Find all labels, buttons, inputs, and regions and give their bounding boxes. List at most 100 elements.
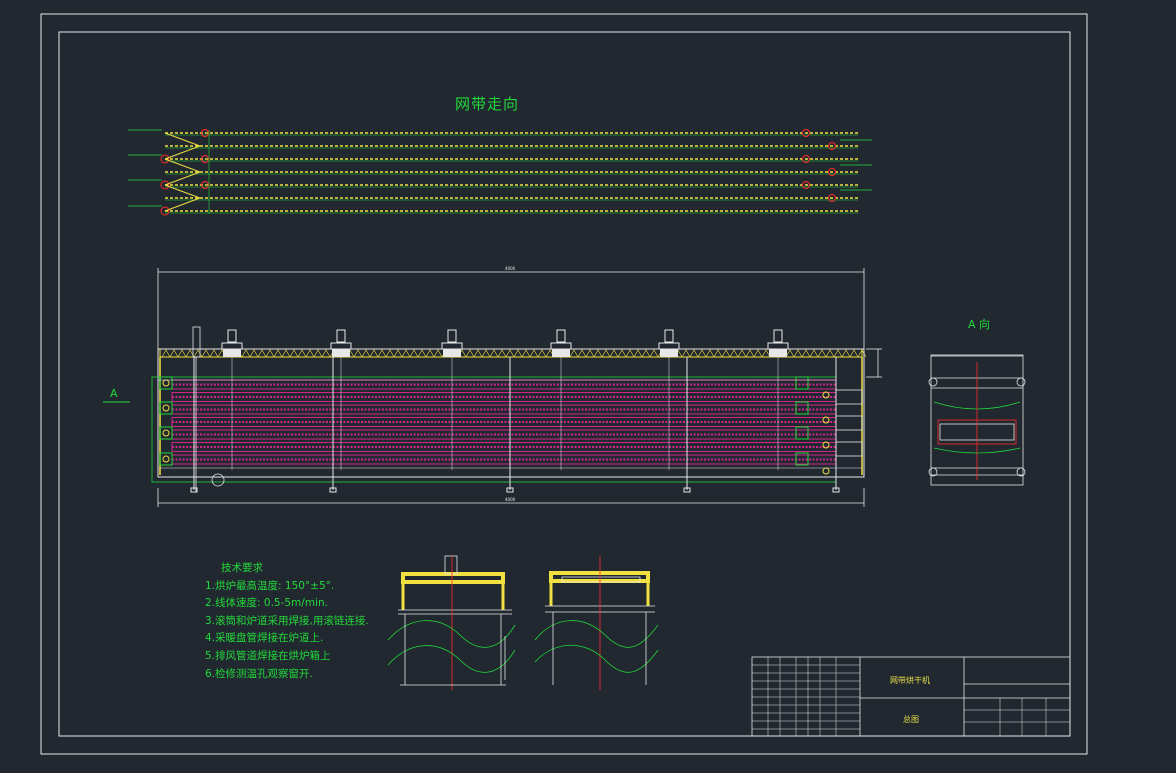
roof-hatch-mark [841, 349, 851, 358]
fan-housing [443, 349, 461, 357]
roller [828, 168, 836, 176]
note-item: 5.排风管道焊接在烘炉箱上 [205, 649, 331, 662]
tail-roller [822, 416, 830, 424]
roller [201, 129, 209, 137]
roof-hatch-mark [297, 349, 307, 358]
roof-hatch-mark [817, 349, 827, 358]
drive-box [159, 376, 173, 390]
fan-base [221, 342, 243, 350]
roof-hatch-mark [713, 349, 723, 358]
svg-text:4000: 4000 [505, 497, 516, 502]
title-block-drawing-name: 总图 [903, 715, 919, 724]
tail-box [795, 452, 809, 466]
leg-foot [683, 487, 691, 493]
roof-hatch-mark [265, 349, 275, 358]
roof-hatch-mark [809, 349, 819, 358]
roller [201, 181, 209, 189]
roof-hatch-mark [473, 349, 483, 358]
belt-turn [164, 184, 202, 212]
note-item: 3.滚筒和炉道采用焊接,用滚链连接. [205, 614, 369, 627]
roof-hatch-mark [385, 349, 395, 358]
fan-motor [556, 329, 566, 343]
drive-roller [162, 429, 170, 437]
leg-foot [190, 487, 198, 493]
fan-base [767, 342, 789, 350]
roof-hatch-mark [289, 349, 299, 358]
note-item: 2.线体速度: 0.5-5m/min. [205, 597, 328, 610]
section-view-b [387, 555, 516, 690]
roller-left [160, 154, 170, 164]
roller [802, 155, 810, 163]
svg-text:4000: 4000 [505, 266, 516, 271]
drive-roller [162, 379, 170, 387]
roof-hatch-mark [793, 349, 803, 358]
technical-requirements: 技术要求 1.烘炉最高温度: 150°±5°. 2.线体速度: 0.5-5m/m… [205, 560, 369, 683]
end-view-a [928, 354, 1026, 486]
roof-hatch-mark [201, 349, 211, 358]
roof-hatch-mark [409, 349, 419, 358]
roof-hatch-mark [745, 349, 755, 358]
roof-hatch-mark [593, 349, 603, 358]
drive-box [159, 426, 173, 440]
roof-hatch-mark [521, 349, 531, 358]
roof-hatch-mark [513, 349, 523, 358]
drive-box [159, 401, 173, 415]
fan-housing [769, 349, 787, 357]
roof-hatch-mark [569, 349, 579, 358]
roof-hatch-mark [241, 349, 251, 358]
roof-hatch-mark [177, 349, 187, 358]
drive-box [159, 452, 173, 466]
roof-hatch-mark [401, 349, 411, 358]
tail-roller [822, 441, 830, 449]
roof-hatch-mark [705, 349, 715, 358]
leg-foot [506, 487, 514, 493]
roof-hatch-mark [281, 349, 291, 358]
drive-roller [162, 404, 170, 412]
view-a-title: A 向 [968, 318, 991, 331]
belt-direction-title: 网带走向 [455, 95, 520, 113]
belt-direction-diagram [128, 129, 872, 216]
fan-housing [660, 349, 678, 357]
roof-hatch-mark [785, 349, 795, 358]
roof-hatch-mark [425, 349, 435, 358]
tail-roller [822, 391, 830, 399]
tail-box [795, 401, 809, 415]
roof-hatch-mark [681, 349, 691, 358]
roof-hatch-mark [609, 349, 619, 358]
roller [201, 155, 209, 163]
roller [828, 142, 836, 150]
roller-left [160, 180, 170, 190]
fan-base [658, 342, 680, 350]
section-marker-a: A [110, 387, 118, 400]
roof-hatch-mark [489, 349, 499, 358]
roof-hatch-mark [209, 349, 219, 358]
fan-housing [332, 349, 350, 357]
roller [828, 194, 836, 202]
drive-roller [162, 455, 170, 463]
roof-hatch-mark [169, 349, 179, 358]
tail-box [795, 376, 809, 390]
roof-hatch-mark [497, 349, 507, 358]
roof-hatch-mark [361, 349, 371, 358]
belt-turn [164, 132, 202, 160]
roof-hatch-mark [697, 349, 707, 358]
roof-hatch-mark [649, 349, 659, 358]
roof-hatch-mark [577, 349, 587, 358]
roof-hatch-mark [689, 349, 699, 358]
roof-hatch-mark [321, 349, 331, 358]
fan-housing [552, 349, 570, 357]
roof-hatch-mark [505, 349, 515, 358]
roof-hatch-mark [729, 349, 739, 358]
roof-hatch-mark [257, 349, 267, 358]
fan-housing [223, 349, 241, 357]
roof-hatch-mark [753, 349, 763, 358]
roof-hatch-mark [377, 349, 387, 358]
roof-hatch-mark [721, 349, 731, 358]
roof-hatch-mark [529, 349, 539, 358]
roof-hatch-mark [313, 349, 323, 358]
roller [802, 181, 810, 189]
roof-hatch-mark [305, 349, 315, 358]
roof-hatch-mark [633, 349, 643, 358]
roof-hatch-mark [617, 349, 627, 358]
roof-hatch-mark [353, 349, 363, 358]
